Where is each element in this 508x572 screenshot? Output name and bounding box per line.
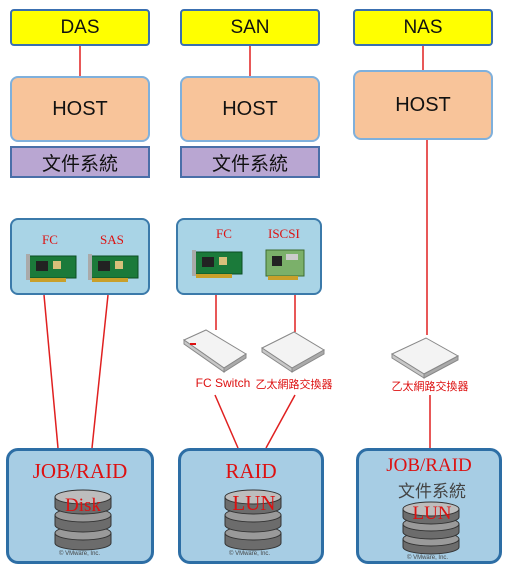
das-storage: JOB/RAID Disk © VMware, Inc. [6,448,154,564]
das-sas-storage-line [91,294,109,449]
das-label-text: DAS [60,16,100,38]
das-disk-label: Disk [65,495,101,516]
san-host: HOST [180,76,320,142]
san-fcswitch-storage-line [214,394,239,449]
nas-host-text: HOST [395,93,451,116]
nas-copyright: © VMware, Inc. [407,555,449,561]
das-fc-storage-line [43,294,59,449]
san-card-iscsi-label: ISCSI [268,226,300,241]
fc-card-icon [192,250,243,278]
nas-lun-label: LUN [412,503,452,524]
san-host-text: HOST [222,97,278,120]
nas-label: NAS [353,9,493,46]
nas-storage-title: JOB/RAID [386,455,472,476]
das-host: HOST [10,76,150,142]
san-storage: RAID LUN © VMware, Inc. [178,448,324,564]
das-label: DAS [10,9,150,46]
nas-host: HOST [353,70,493,140]
das-host-text: HOST [52,97,108,120]
disk-stack-icon [224,489,282,551]
san-hba-panel: FC ISCSI [176,218,322,295]
san-lun-label: LUN [232,491,276,515]
san-copyright: © VMware, Inc. [229,551,271,557]
san-ethernet-switch-label: 乙太網路交換器 [255,378,333,391]
das-card-fc-label: FC [42,232,58,247]
das-copyright: © VMware, Inc. [59,551,101,557]
nas-ethernet-switch-label: 乙太網路交換器 [391,380,469,393]
fc-card-icon [26,254,77,282]
iscsi-card-icon [265,249,305,280]
das-hba-panel: FC SAS [10,218,150,295]
nas-storage-filesystem: 文件系統 [398,482,466,502]
san-label-text: SAN [230,16,270,38]
nas-storage: JOB/RAID 文件系統 LUN © VMware, Inc. [356,448,502,564]
ethernet-switch-icon [390,337,460,379]
fc-switch-label: FC Switch [195,376,251,390]
das-filesystem: 文件系統 [10,146,150,178]
das-filesystem-text: 文件系統 [41,152,118,175]
disk-stack-icon [402,501,460,555]
ethernet-switch-icon [261,331,325,373]
san-card-fc-label: FC [216,226,232,241]
san-storage-title: RAID [225,459,277,483]
san-ethswitch-storage-line [265,394,296,449]
san-label: SAN [180,9,320,46]
das-storage-title: JOB/RAID [32,459,128,483]
das-card-sas-label: SAS [100,232,124,247]
fc-switch-icon [182,329,247,373]
sas-card-icon [88,254,139,282]
san-filesystem: 文件系統 [180,146,320,178]
san-filesystem-text: 文件系統 [211,152,288,175]
disk-stack-icon [54,489,112,551]
nas-label-text: NAS [403,16,443,38]
